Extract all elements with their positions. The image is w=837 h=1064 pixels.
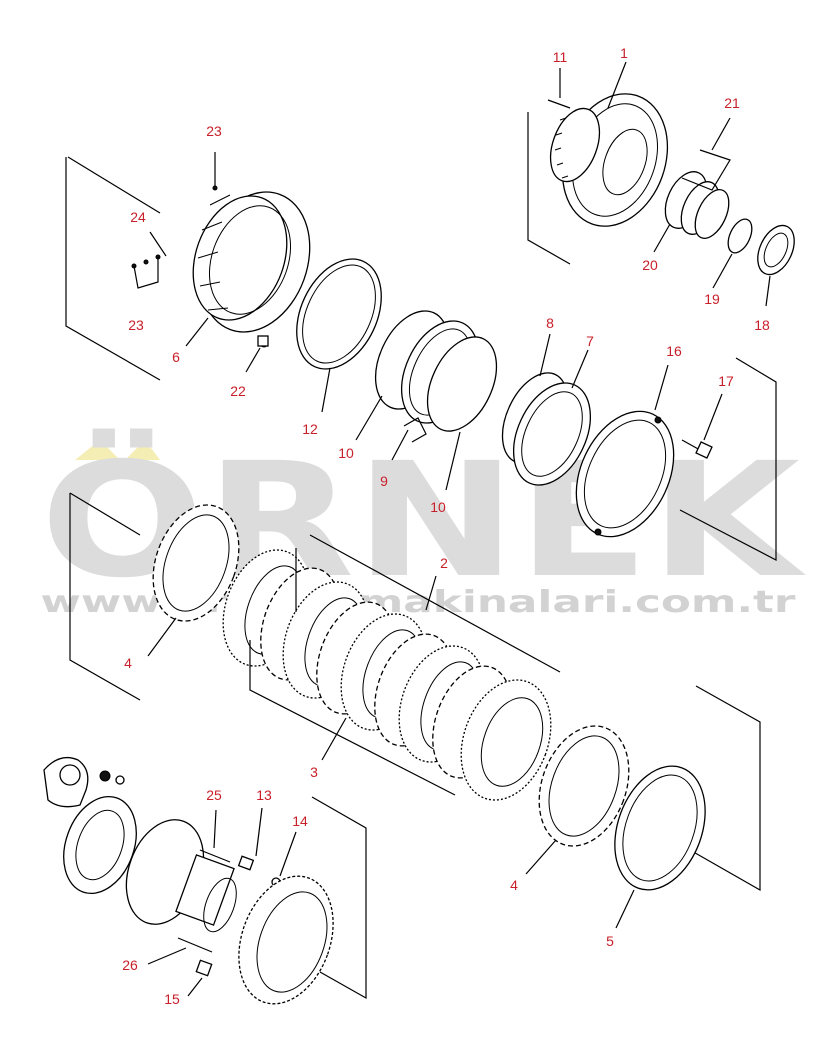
label-5: 5: [606, 933, 614, 949]
label-19: 19: [704, 291, 720, 307]
part-17-bolt: [681, 439, 713, 459]
label-8: 8: [546, 315, 554, 331]
part-5-plate: [614, 765, 706, 891]
label-4a: 4: [124, 655, 132, 671]
axle-housing: [43, 756, 137, 895]
label-20: 20: [642, 257, 658, 273]
label-1: 1: [620, 45, 628, 61]
part-4-toothed-disc-bottom: [538, 725, 630, 847]
label-17: 17: [718, 373, 734, 389]
part-19-o-ring: [727, 218, 753, 254]
label-4b: 4: [510, 877, 518, 893]
part-16-plate: [575, 410, 675, 538]
label-11: 11: [553, 49, 568, 65]
label-13: 13: [256, 787, 272, 803]
label-18: 18: [754, 317, 770, 333]
part-18-seal: [757, 224, 795, 276]
label-14: 14: [292, 813, 308, 829]
part-8-7-rings: [501, 372, 591, 486]
label-23a: 23: [206, 123, 222, 139]
label-3: 3: [310, 764, 318, 780]
bolts-13-14-25-26-15: [177, 849, 281, 977]
part-20-21-rings: [664, 171, 730, 239]
part-1-carrier: [549, 93, 669, 227]
label-7: 7: [586, 333, 594, 349]
label-24: 24: [130, 209, 146, 225]
part-4-toothed-disc-top: [152, 504, 240, 622]
bearing-ring: [238, 875, 334, 1005]
label-15: 15: [164, 991, 180, 1007]
part-10-rings: [374, 310, 498, 432]
part-2-3-clutch-stack: [222, 534, 561, 801]
part-labels: 1 2 3 4 4 5 6 7 8 9 10 10 11 12 13 14 15…: [122, 45, 770, 1007]
label-22: 22: [230, 383, 246, 399]
label-23b: 23: [128, 317, 144, 333]
label-10a: 10: [338, 445, 354, 461]
label-10b: 10: [430, 499, 446, 515]
part-11-pin: [547, 99, 571, 109]
label-9: 9: [380, 473, 388, 489]
part-6-housing: [192, 191, 311, 348]
watermark-accent-left: [75, 440, 120, 460]
label-6: 6: [172, 349, 180, 365]
wheel-hub: [125, 819, 237, 933]
watermark-accent-right: [125, 440, 160, 460]
label-26: 26: [122, 957, 138, 973]
label-16: 16: [666, 343, 682, 359]
label-25: 25: [206, 787, 222, 803]
assembly-outlines: [65, 112, 777, 1000]
label-2: 2: [440, 555, 448, 571]
leader-lines: [133, 61, 771, 997]
label-12: 12: [302, 421, 318, 437]
label-21: 21: [724, 95, 740, 111]
